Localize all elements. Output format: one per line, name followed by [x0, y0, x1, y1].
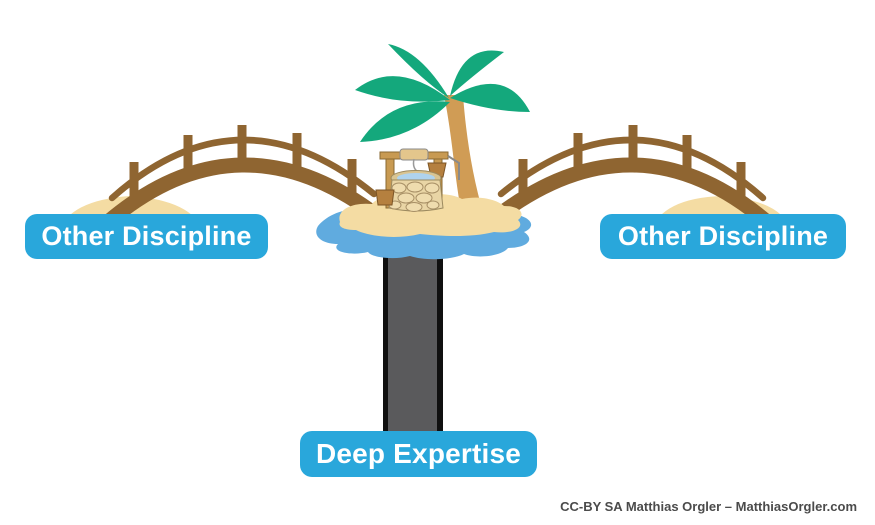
label-deep-expertise: Deep Expertise: [300, 431, 537, 477]
palm-tree-icon: [355, 44, 530, 216]
bridge-right-icon: [487, 125, 775, 230]
label-other-discipline-right: Other Discipline: [600, 214, 846, 259]
label-other-discipline-left: Other Discipline: [25, 214, 268, 259]
water-well-icon: [375, 148, 460, 212]
expertise-pillar-icon: [383, 246, 443, 434]
attribution-text: CC-BY SA Matthias Orgler – MatthiasOrgle…: [560, 499, 857, 514]
bridge-left-icon: [100, 125, 388, 230]
